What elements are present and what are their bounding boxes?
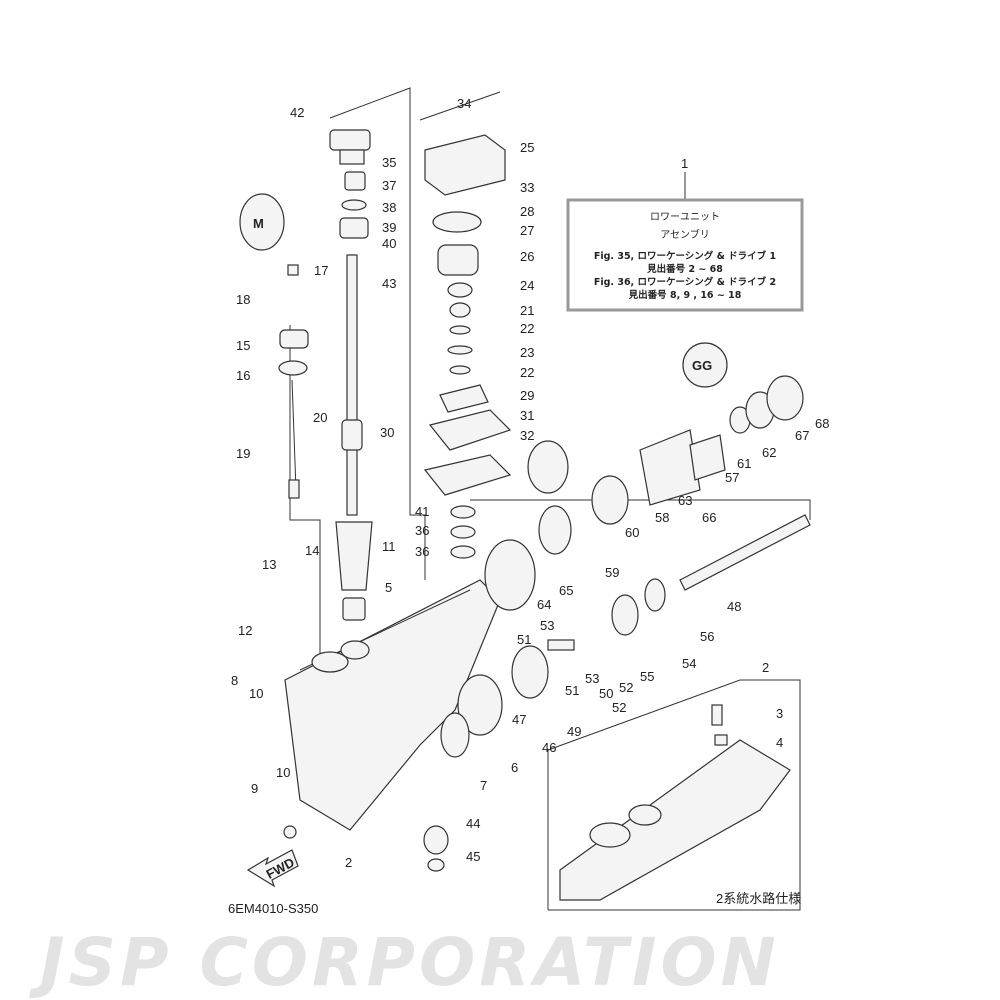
info-title-2: アセンブリ [660, 228, 710, 241]
assembly-lines [289, 87, 811, 660]
callout-number: 34 [457, 96, 471, 111]
shift-rod-parts [278, 264, 309, 499]
callout-number: 56 [700, 629, 714, 644]
callout-number: 10 [249, 686, 263, 701]
callout-number: 59 [605, 565, 619, 580]
sealant-icon-gg: GG [692, 358, 712, 373]
watermark: JSP CORPORATION [29, 924, 780, 1000]
left-shaft-parts [329, 129, 373, 621]
inset-water-passage: 2 3 4 2系統水路仕様 [547, 660, 801, 911]
callout-number: 35 [382, 155, 396, 170]
info-fig1: Fig. 35, ロワーケーシング & ドライブ 1 [594, 250, 776, 262]
callout-number: 22 [520, 365, 534, 380]
callout-number: 63 [678, 493, 692, 508]
callout-number: 31 [520, 408, 534, 423]
callout-number: 51 [517, 632, 531, 647]
callout-number: 7 [480, 778, 487, 793]
callout-number: 65 [559, 583, 573, 598]
callout-number: 26 [520, 249, 534, 264]
callout-number: 15 [236, 338, 250, 353]
callout-number: 51 [565, 683, 579, 698]
callout-number: 64 [537, 597, 551, 612]
callout-number: 42 [290, 105, 304, 120]
callout-number: 52 [619, 680, 633, 695]
callout-number: 41 [415, 504, 429, 519]
callout-number: 39 [382, 220, 396, 235]
callout-number: 67 [795, 428, 809, 443]
callout-number: 8 [231, 673, 238, 688]
callout-number: 58 [655, 510, 669, 525]
callout-number: 17 [314, 263, 328, 278]
callout-number: 48 [727, 599, 741, 614]
info-fig1-refs: 見出番号 2 ~ 68 [646, 263, 723, 275]
callout-number: 46 [542, 740, 556, 755]
water-pump-parts [423, 134, 512, 559]
callout-number: 13 [262, 557, 276, 572]
callout-number: 33 [520, 180, 534, 195]
callout-number: 2 [762, 660, 769, 675]
callout-number: 5 [385, 580, 392, 595]
callout-number: 10 [276, 765, 290, 780]
diagram-code: 6EM4010-S350 [228, 901, 318, 916]
callout-number: 53 [540, 618, 554, 633]
callout-number: 53 [585, 671, 599, 686]
callout-number: 27 [520, 223, 534, 238]
callout-number: 68 [815, 416, 829, 431]
callout-number: 36 [415, 523, 429, 538]
callout-number: 44 [466, 816, 480, 831]
callout-number: 32 [520, 428, 534, 443]
callout-number: 54 [682, 656, 696, 671]
callout-number: 43 [382, 276, 396, 291]
callout-labels: 42 34 25 35 37 33 38 28 39 27 40 17 43 2… [231, 96, 829, 870]
callout-number: 55 [640, 669, 654, 684]
callout-number: 61 [737, 456, 751, 471]
callout-number: 19 [236, 446, 250, 461]
callout-number: 23 [520, 345, 534, 360]
callout-number: 25 [520, 140, 534, 155]
callout-number: 38 [382, 200, 396, 215]
inset-caption: 2系統水路仕様 [716, 891, 801, 906]
callout-number: 36 [415, 544, 429, 559]
callout-number: 21 [520, 303, 534, 318]
callout-number: 66 [702, 510, 716, 525]
callout-number: 22 [520, 321, 534, 336]
sealant-icon-m: M [253, 216, 264, 231]
fwd-arrow: FWD [246, 849, 299, 888]
propeller-shaft-parts [283, 375, 811, 872]
callout-number: 9 [251, 781, 258, 796]
callout-number: 12 [238, 623, 252, 638]
callout-number: 1 [681, 156, 688, 171]
callout-number: 60 [625, 525, 639, 540]
callout-number: 50 [599, 686, 613, 701]
callout-number: 49 [567, 724, 581, 739]
callout-number: 4 [776, 735, 783, 750]
info-fig2-refs: 見出番号 8, 9 , 16 ~ 18 [628, 289, 742, 301]
callout-number: 29 [520, 388, 534, 403]
info-title-1: ロワーユニット [650, 212, 720, 223]
callout-number: 20 [313, 410, 327, 425]
callout-number: 57 [725, 470, 739, 485]
callout-number: 45 [466, 849, 480, 864]
sealant-icons: M GG [239, 193, 728, 494]
fwd-label: FWD [264, 855, 297, 882]
callout-number: 2 [345, 855, 352, 870]
callout-number: 16 [236, 368, 250, 383]
callout-number: 14 [305, 543, 319, 558]
callout-number: 18 [236, 292, 250, 307]
callout-number: 40 [382, 236, 396, 251]
callout-number: 37 [382, 178, 396, 193]
callout-number: 52 [612, 700, 626, 715]
callout-number: 28 [520, 204, 534, 219]
callout-number: 11 [382, 539, 396, 554]
callout-number: 47 [512, 712, 526, 727]
callout-number: 3 [776, 706, 783, 721]
callout-number: 62 [762, 445, 776, 460]
info-fig2: Fig. 36, ロワーケーシング & ドライブ 2 [594, 276, 776, 288]
callout-number: 6 [511, 760, 518, 775]
callout-number: 24 [520, 278, 534, 293]
callout-number: 30 [380, 425, 394, 440]
info-box: 1 ロワーユニット アセンブリ Fig. 35, ロワーケーシング & ドライブ… [566, 156, 804, 312]
